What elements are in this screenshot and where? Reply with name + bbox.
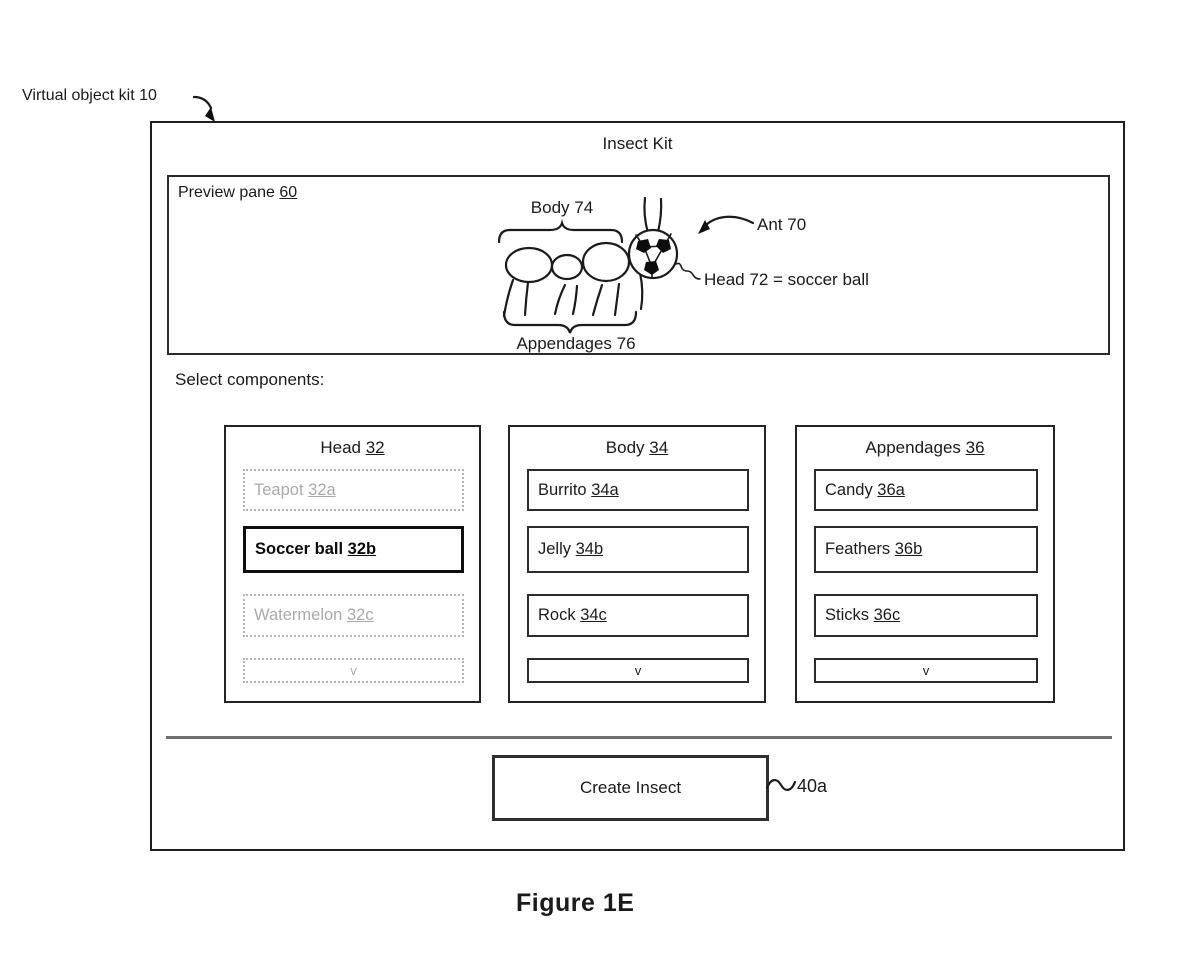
option-soccer-ball-label: Soccer ball [255, 540, 344, 558]
virtual-object-kit-label-ref: 10 [139, 87, 157, 104]
appendages-column-title-ref: 36 [965, 438, 985, 457]
head-column: Head 32 Teapot 32a Soccer ball 32b Water… [224, 425, 481, 703]
option-watermelon[interactable]: Watermelon 32c [243, 594, 464, 637]
option-jelly[interactable]: Jelly 34b [527, 526, 749, 573]
option-candy-label: Candy [825, 480, 873, 499]
head-more-button[interactable]: v [243, 658, 464, 683]
body-column-title-text: Body [605, 438, 645, 457]
option-feathers-label: Feathers [825, 540, 891, 558]
appendages-column: Appendages 36 Candy 36a Feathers 36b Sti… [795, 425, 1055, 703]
option-soccer-ball[interactable]: Soccer ball 32b [243, 526, 464, 573]
preview-pane-label-text: Preview pane [178, 184, 275, 201]
option-watermelon-ref: 32c [346, 606, 374, 624]
appendages-column-title-text: Appendages [865, 438, 961, 457]
head-column-title-ref: 32 [365, 438, 385, 457]
option-teapot[interactable]: Teapot 32a [243, 469, 464, 511]
preview-pane-label: Preview pane 60 [178, 184, 297, 202]
insect-kit-window: Insect Kit Preview pane 60 [150, 121, 1125, 851]
preview-pane: Preview pane 60 [167, 175, 1110, 355]
option-rock-label: Rock [538, 606, 576, 624]
window-title: Insect Kit [602, 134, 673, 153]
preview-pane-label-ref: 60 [279, 184, 298, 201]
body-column-title-ref: 34 [649, 438, 669, 457]
option-candy[interactable]: Candy 36a [814, 469, 1038, 511]
body-more-button[interactable]: v [527, 658, 749, 683]
head-annotation: Head 72 = soccer ball [704, 270, 869, 289]
option-jelly-ref: 34b [575, 540, 604, 558]
select-components-label: Select components: [175, 370, 325, 389]
option-burrito-label: Burrito [538, 480, 587, 499]
head-column-title-text: Head [320, 438, 361, 457]
ant-annotation: Ant 70 [757, 215, 806, 234]
body-column: Body 34 Burrito 34a Jelly 34b Rock 34c v [508, 425, 766, 703]
option-jelly-label: Jelly [538, 540, 572, 558]
option-feathers-ref: 36b [894, 540, 923, 558]
virtual-object-kit-label: Virtual object kit 10 [22, 87, 157, 105]
option-sticks-label: Sticks [825, 606, 870, 624]
body-annotation: Body 74 [531, 198, 593, 217]
head-column-title: Head 32 [226, 438, 479, 458]
button-ref-squiggle-icon [765, 779, 797, 791]
option-sticks-ref: 36c [873, 606, 901, 624]
option-watermelon-label: Watermelon [254, 606, 343, 624]
create-insect-button[interactable]: Create Insect [492, 755, 769, 821]
appendages-column-title: Appendages 36 [797, 438, 1053, 458]
appendages-more-button[interactable]: v [814, 658, 1038, 683]
kit-label-arrow-icon [193, 95, 215, 122]
body-column-title: Body 34 [510, 438, 764, 458]
option-sticks[interactable]: Sticks 36c [814, 594, 1038, 637]
footer-divider [166, 736, 1112, 739]
option-feathers[interactable]: Feathers 36b [814, 526, 1038, 573]
option-burrito-ref: 34a [591, 480, 619, 499]
option-candy-ref: 36a [877, 480, 905, 499]
button-ref-label: 40a [797, 776, 828, 796]
option-teapot-label: Teapot [254, 480, 304, 499]
option-soccer-ball-ref: 32b [347, 540, 377, 558]
appendages-annotation: Appendages 76 [516, 334, 635, 353]
option-burrito[interactable]: Burrito 34a [527, 469, 749, 511]
option-rock[interactable]: Rock 34c [527, 594, 749, 637]
figure-caption: Figure 1E [516, 889, 635, 917]
virtual-object-kit-label-text: Virtual object kit [22, 87, 135, 104]
option-teapot-ref: 32a [308, 480, 336, 499]
ant-preview-drawing: Body 74 Ant 70 Head 72 = soccer ball App… [497, 196, 869, 353]
option-rock-ref: 34c [580, 606, 607, 624]
